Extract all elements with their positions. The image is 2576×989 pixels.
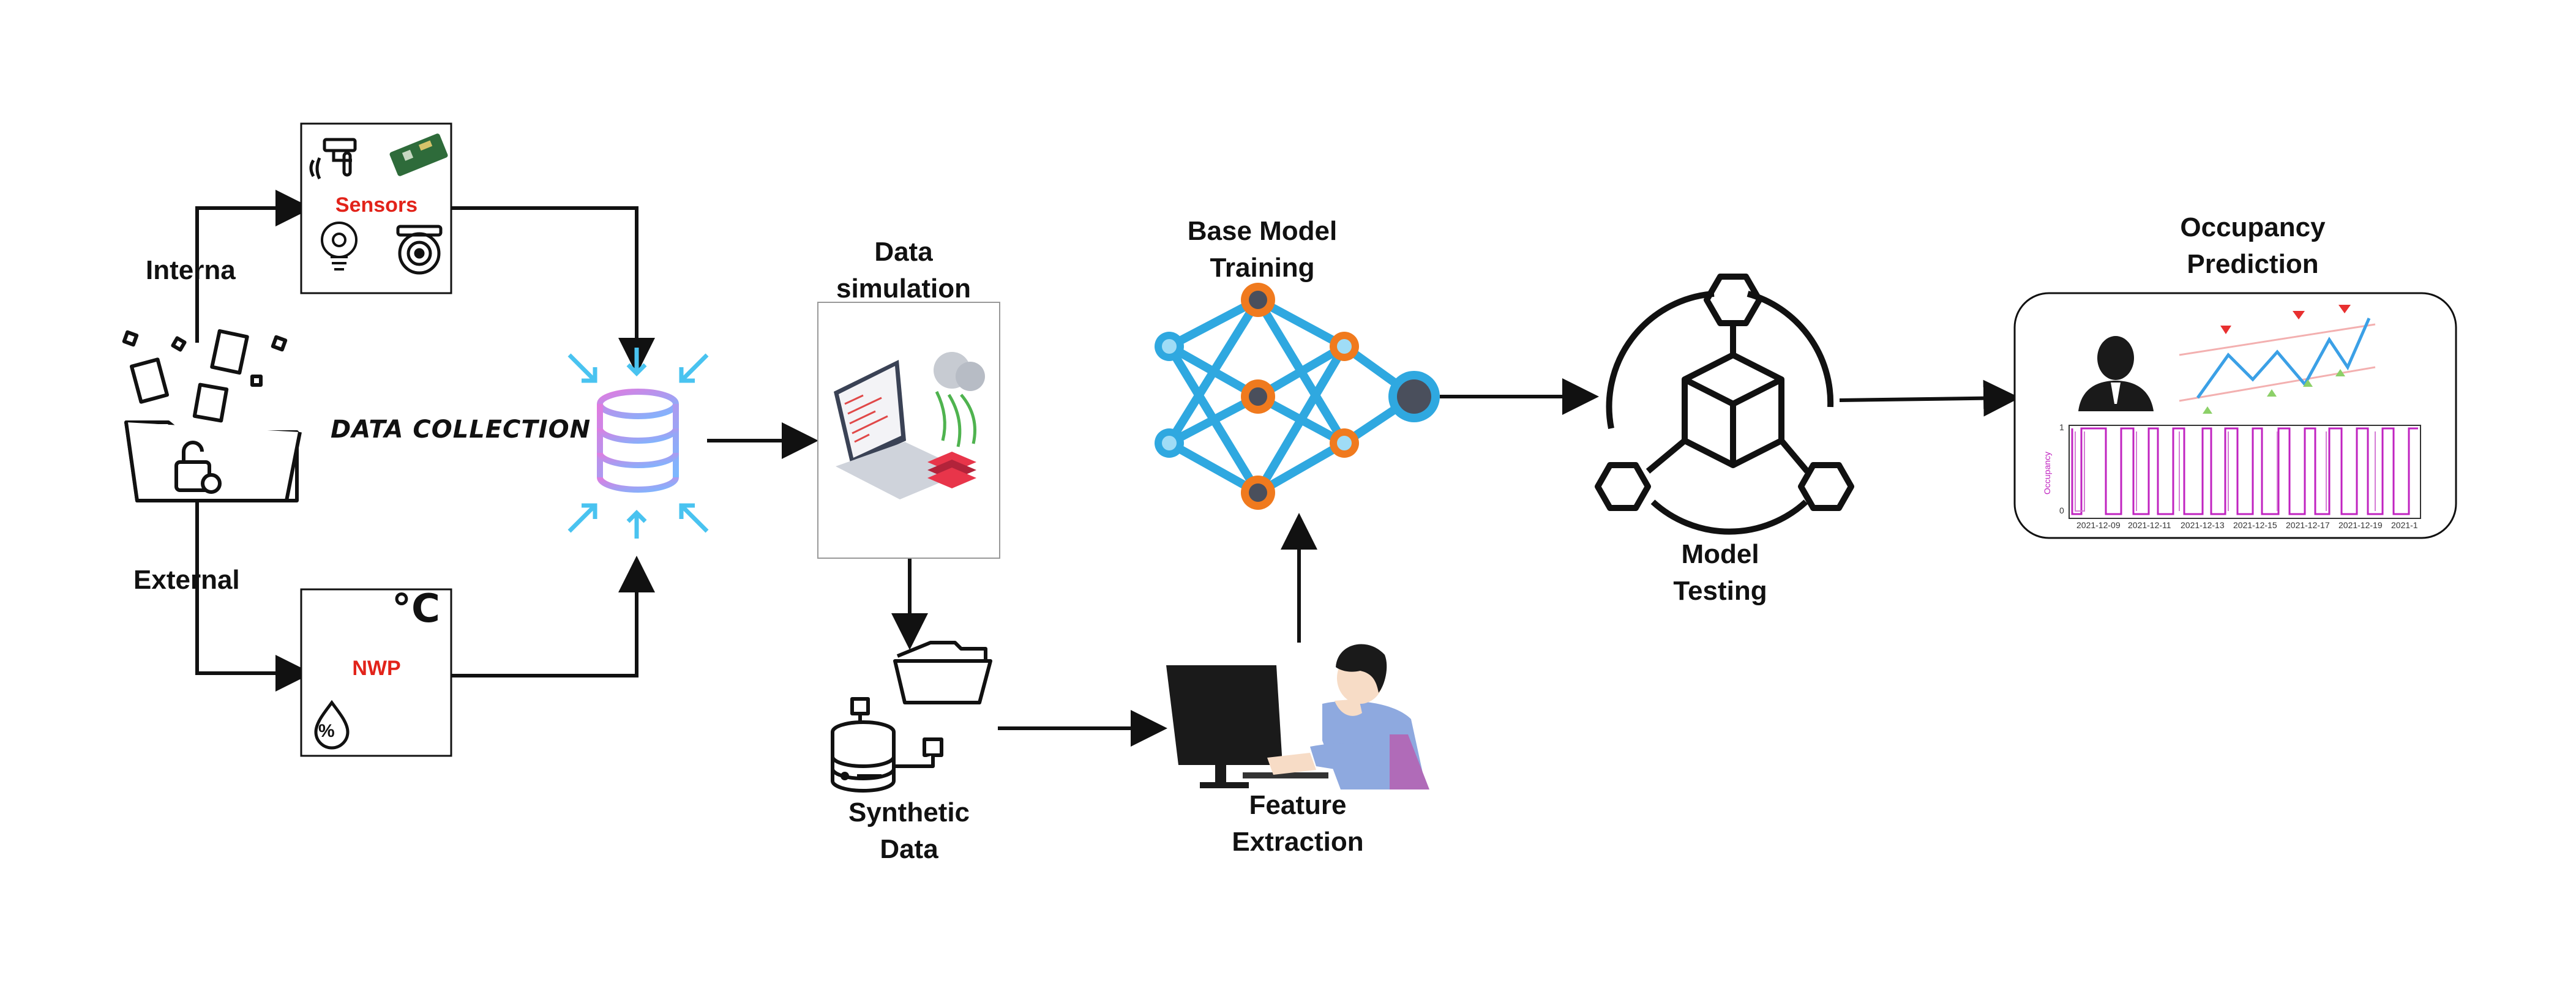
- data-simulation-line1: Data: [874, 237, 933, 267]
- database-icon: [567, 348, 709, 539]
- paper-icon: [192, 383, 229, 423]
- sensors-label: Sensors: [335, 193, 418, 217]
- arrow-internal-to-sensors: [195, 190, 312, 343]
- occupancy-line: [2071, 427, 2418, 515]
- occupancy-ylabel: Occupancy: [2042, 451, 2052, 495]
- humidity-drop-icon: [314, 700, 350, 750]
- circuit-board-icon: [389, 133, 448, 176]
- folder-lock-icon: [122, 329, 302, 502]
- arrow-sensors-to-db: [451, 206, 655, 375]
- camera-sensor-icon: [309, 138, 357, 180]
- person-computer-illustration: [1166, 644, 1429, 789]
- hidden-node: [1330, 428, 1359, 458]
- model-testing-label: Model Testing: [1653, 536, 1788, 610]
- nwp-box: [300, 588, 452, 757]
- external-label: External: [133, 565, 240, 595]
- neural-network-icon: [1155, 283, 1440, 510]
- arrow-nwp-to-db: [451, 556, 655, 677]
- server-stack-icon: [927, 452, 976, 488]
- input-node: [1155, 332, 1184, 361]
- hidden-node: [1330, 332, 1359, 361]
- nwp-label: NWP: [352, 657, 401, 680]
- businessman-avatar-icon: [2078, 336, 2154, 411]
- simulation-box: [817, 302, 1000, 559]
- xtick: 2021-12-17: [2286, 520, 2330, 530]
- synthetic-data-icon: [831, 641, 992, 793]
- connectors: [195, 190, 2020, 747]
- data-simulation-label: Data simulation: [818, 234, 989, 307]
- occupancy-prediction-label: Occupancy Prediction: [2161, 209, 2345, 283]
- synthetic-data-line1: Synthetic: [848, 797, 970, 827]
- occupancy-panel: [2013, 292, 2457, 539]
- temperature-unit: °C: [392, 586, 440, 632]
- base-model-line2: Training: [1210, 253, 1315, 283]
- feature-line1: Feature: [1249, 790, 1347, 820]
- hidden-node: [1241, 283, 1275, 317]
- arrow-testing-to-prediction: [1839, 379, 2020, 417]
- trend-chart-icon: [2179, 305, 2376, 414]
- internal-label: Interna: [146, 255, 236, 285]
- security-camera-icon: [396, 225, 443, 275]
- occupancy-plot: [2069, 425, 2421, 519]
- xtick: 2021-1: [2391, 520, 2418, 530]
- paper-icon: [210, 329, 249, 375]
- model-testing-icon: [1595, 274, 1854, 535]
- xtick: 2021-12-09: [2076, 520, 2121, 530]
- cloud-icon: [934, 352, 985, 447]
- paper-icon: [129, 357, 170, 404]
- ytick-bottom: 0: [2059, 506, 2064, 515]
- model-testing-line1: Model: [1681, 539, 1759, 569]
- xtick: 2021-12-19: [2338, 520, 2383, 530]
- feature-line2: Extraction: [1232, 827, 1364, 857]
- ytick-top: 1: [2059, 422, 2064, 432]
- input-node: [1155, 428, 1184, 458]
- hidden-node: [1241, 379, 1275, 414]
- laptop-code-icon: [834, 360, 967, 499]
- hidden-node: [1241, 476, 1275, 510]
- synthetic-data-line2: Data: [880, 834, 938, 864]
- xtick: 2021-12-15: [2233, 520, 2277, 530]
- synthetic-data-label: Synthetic Data: [823, 794, 995, 868]
- output-node: [1388, 371, 1440, 422]
- model-testing-line2: Testing: [1673, 576, 1767, 606]
- inflow-arrows: [567, 348, 709, 539]
- occupancy-line2: Prediction: [2187, 249, 2319, 279]
- data-simulation-line2: simulation: [836, 274, 972, 304]
- base-model-line1: Base Model: [1187, 216, 1338, 246]
- humidity-symbol: %: [318, 721, 335, 741]
- xtick: 2021-12-13: [2181, 520, 2225, 530]
- smart-bulb-icon: [321, 222, 358, 271]
- base-model-training-label: Base Model Training: [1170, 213, 1354, 286]
- feature-extraction-label: Feature Extraction: [1206, 787, 1390, 860]
- data-collection-title: DATA COLLECTION: [331, 416, 591, 444]
- occupancy-line1: Occupancy: [2180, 212, 2326, 242]
- arrow-external-to-nwp: [195, 496, 312, 692]
- sensors-box: [300, 122, 452, 294]
- xtick: 2021-12-11: [2128, 520, 2171, 530]
